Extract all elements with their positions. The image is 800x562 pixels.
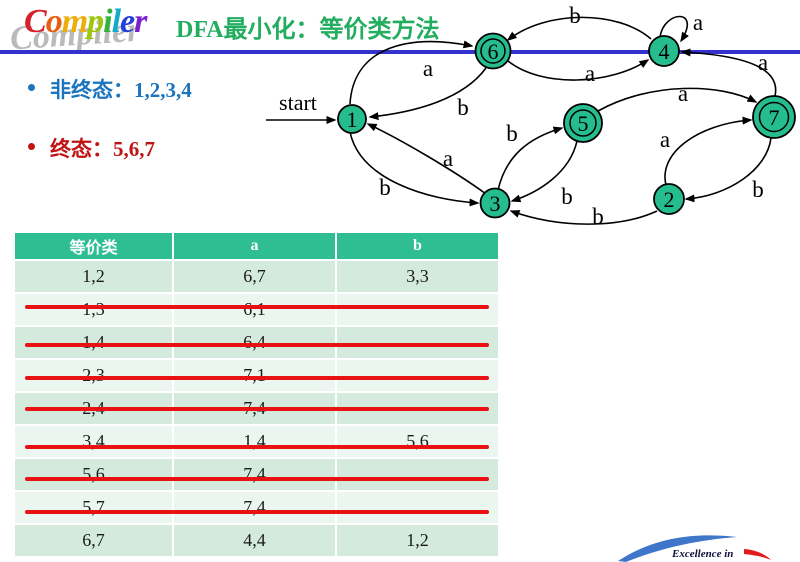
edge-3-to-1 bbox=[366, 123, 487, 195]
state-5-final: 5 bbox=[563, 103, 603, 143]
state-4: 4 bbox=[648, 35, 680, 67]
edge-7-to-2 bbox=[684, 137, 772, 203]
edge-3-to-5 bbox=[497, 126, 564, 191]
edge-label-5-3: b bbox=[561, 184, 573, 209]
table-cell-class: 1,4 bbox=[15, 327, 172, 358]
table-cell-a: 6,7 bbox=[174, 261, 335, 292]
edge-label-7-2: b bbox=[752, 177, 764, 202]
table-cell-b: 5,6 bbox=[337, 426, 498, 457]
table-cell-a: 6,1 bbox=[174, 294, 335, 325]
header-b: b bbox=[337, 233, 498, 259]
table-cell-b: 1,2 bbox=[337, 525, 498, 556]
table-cell-a: 7,1 bbox=[174, 360, 335, 391]
edge-label-2-7: a bbox=[660, 127, 670, 152]
strikethrough-line bbox=[25, 343, 489, 347]
table-header-row: 等价类 a b bbox=[15, 233, 498, 259]
svg-text:5: 5 bbox=[578, 111, 589, 136]
strikethrough-line bbox=[25, 376, 489, 380]
logo-swoosh-blue bbox=[618, 535, 737, 562]
edge-label-4-4: a bbox=[693, 10, 703, 35]
state-7-final: 7 bbox=[752, 95, 796, 139]
edge-2-to-3 bbox=[509, 210, 658, 225]
equivalence-table: 等价类 a b 1,26,73,31,36,11,46,42,37,12,47,… bbox=[13, 231, 500, 558]
table-cell-b bbox=[337, 459, 498, 490]
state-1: 1 bbox=[337, 104, 367, 134]
edge-label-6-1: b bbox=[457, 95, 469, 120]
svg-text:7: 7 bbox=[769, 105, 780, 130]
edge-label-1-3: b bbox=[379, 175, 391, 200]
edge-7-to-4 bbox=[680, 48, 777, 97]
edge-5-to-3 bbox=[510, 140, 578, 203]
strikethrough-line bbox=[25, 445, 489, 449]
table-cell-a: 4,4 bbox=[174, 525, 335, 556]
page-title: DFA最小化：等价类方法 bbox=[176, 17, 440, 43]
table-cell-a: 6,4 bbox=[174, 327, 335, 358]
table-cell-b bbox=[337, 294, 498, 325]
svg-text:1: 1 bbox=[347, 107, 358, 132]
excellence-logo: Excellence in bbox=[618, 535, 771, 562]
edge-label-3-5: b bbox=[506, 121, 518, 146]
logo-swoosh-red bbox=[744, 549, 771, 560]
bullet-nonfinal-states: 非终态：1,2,3,4 bbox=[50, 78, 192, 102]
table-cell-class: 6,7 bbox=[15, 525, 172, 556]
table-cell-class: 1,2 bbox=[15, 261, 172, 292]
state-6-final: 6 bbox=[474, 32, 512, 70]
edge-1-to-6 bbox=[349, 40, 474, 105]
edge-4-self-loop bbox=[659, 15, 689, 43]
compiler-logo: Compiler bbox=[24, 3, 147, 40]
svg-text:2: 2 bbox=[664, 187, 675, 212]
edge-1-to-3 bbox=[349, 131, 480, 207]
table-cell-a: 1,4 bbox=[174, 426, 335, 457]
strikethrough-line bbox=[25, 407, 489, 411]
excellence-text: Excellence in bbox=[671, 548, 733, 560]
header-equivalence-class: 等价类 bbox=[15, 233, 172, 259]
edge-label-2-3: b bbox=[592, 204, 604, 229]
table-cell-class: 5,6 bbox=[15, 459, 172, 490]
header-a: a bbox=[174, 233, 335, 259]
edge-label-4-6: b bbox=[569, 3, 581, 28]
bullet-final-states: 终态：5,6,7 bbox=[50, 137, 155, 161]
bullet-dot-nonfinal bbox=[28, 84, 35, 91]
dfa-diagram: start a b b a a a a a b a b b b b bbox=[266, 3, 796, 229]
edge-5-to-7 bbox=[597, 87, 758, 112]
table-cell-class: 2,3 bbox=[15, 360, 172, 391]
edge-6-to-1 bbox=[368, 67, 487, 121]
edge-label-6-4: a bbox=[585, 61, 595, 86]
start-label: start bbox=[279, 90, 317, 115]
strikethrough-line bbox=[25, 305, 489, 309]
table-cell-class: 3,4 bbox=[15, 426, 172, 457]
svg-text:4: 4 bbox=[659, 39, 670, 64]
table-cell-b bbox=[337, 360, 498, 391]
table-cell-b: 3,3 bbox=[337, 261, 498, 292]
table-cell-a: 7,4 bbox=[174, 459, 335, 490]
table-cell-b bbox=[337, 327, 498, 358]
table-cell-class: 1,3 bbox=[15, 294, 172, 325]
edge-4-to-6 bbox=[506, 16, 652, 41]
svg-text:6: 6 bbox=[488, 39, 499, 64]
strikethrough-line bbox=[25, 477, 489, 481]
edge-label-5-7: a bbox=[678, 81, 688, 106]
table-cell-a: 7,4 bbox=[174, 492, 335, 523]
bullet-dot-final bbox=[28, 143, 35, 150]
table-cell-b bbox=[337, 492, 498, 523]
state-2: 2 bbox=[653, 183, 685, 215]
edge-6-to-4 bbox=[507, 59, 650, 81]
state-3: 3 bbox=[479, 187, 511, 219]
edge-2-to-7 bbox=[664, 116, 753, 186]
header-divider-line bbox=[0, 50, 800, 54]
edge-label-1-6: a bbox=[423, 56, 433, 81]
edge-label-7-4: a bbox=[758, 50, 768, 75]
table-cell-class: 5,7 bbox=[15, 492, 172, 523]
edge-label-3-1: a bbox=[443, 146, 453, 171]
strikethrough-line bbox=[25, 510, 489, 514]
svg-text:3: 3 bbox=[490, 191, 501, 216]
